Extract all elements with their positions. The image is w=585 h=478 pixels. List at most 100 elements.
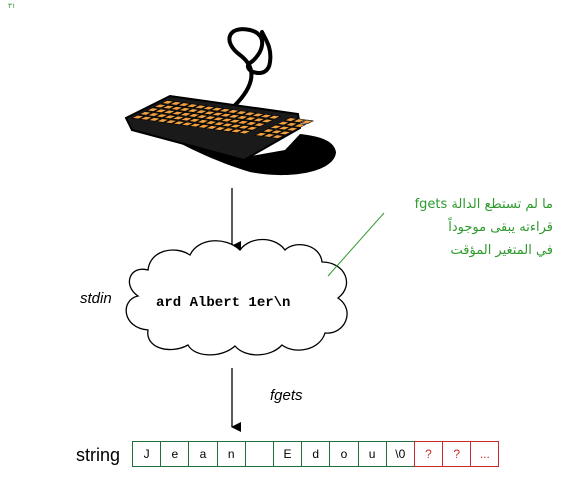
- keyboard-key: [201, 105, 216, 111]
- keyboard-key: [261, 128, 276, 133]
- keyboard-key: [270, 134, 285, 139]
- keyboard-key: [163, 119, 178, 124]
- fgets-label: fgets: [270, 387, 303, 404]
- keyboard-key: [147, 117, 162, 122]
- keyboard-key: [177, 107, 192, 112]
- arabic-note: ما لم تستطع الدالة fgets قراءته يبقى موج…: [415, 193, 553, 262]
- stdin-label: stdin: [80, 290, 112, 307]
- keyboard-key: [193, 104, 208, 110]
- keyboard-key: [228, 123, 243, 129]
- keyboard-key: [262, 133, 277, 138]
- keyboard-key: [267, 115, 282, 120]
- stdin-buffer-text: ard Albert 1er\n: [156, 295, 291, 311]
- keyboard-key: [139, 116, 154, 121]
- keyboard-key: [161, 104, 176, 110]
- keyboard-key: [204, 125, 219, 130]
- keyboard-key: [235, 115, 250, 120]
- keyboard-key: [163, 114, 178, 119]
- keyboard-key: [229, 128, 244, 134]
- keyboard-key: [276, 121, 291, 126]
- keyboard-key: [218, 113, 233, 118]
- keyboard-key: [210, 111, 225, 117]
- keyboard-key: [154, 108, 169, 113]
- keyboard-key: [186, 108, 201, 113]
- array-cell: ?: [413, 441, 444, 467]
- keyboard-key: [169, 106, 184, 111]
- keyboard-key: [236, 125, 251, 130]
- keyboard-key: [251, 117, 266, 122]
- array-cell: [244, 441, 274, 467]
- array-cell: E: [272, 441, 303, 467]
- keyboard-key: [145, 107, 160, 112]
- keyboard-key: [227, 114, 242, 119]
- keyboard-key: [284, 122, 299, 127]
- keyboard-key: [244, 121, 259, 126]
- array-cell: J: [132, 441, 162, 467]
- keyboard-key: [268, 124, 283, 130]
- keyboard-key: [292, 123, 307, 128]
- note-line: ما لم تستطع الدالة fgets: [414, 197, 553, 212]
- keyboard-key: [300, 119, 315, 124]
- note-pointer-line: [327, 212, 385, 277]
- keyboard-key: [236, 120, 251, 125]
- array-cell: d: [301, 441, 331, 467]
- keyboard-key: [250, 112, 265, 118]
- array-cell: n: [216, 441, 246, 467]
- keyboard-key: [131, 114, 146, 120]
- keyboard-key: [195, 119, 210, 124]
- note-line: في المتغير المؤقت: [450, 243, 553, 258]
- keyboard-key: [146, 112, 161, 117]
- keyboard-key: [171, 115, 186, 121]
- keyboard-key: [283, 117, 298, 122]
- keyboard-key: [186, 113, 201, 118]
- keyboard-key: [213, 126, 228, 131]
- keyboard-key: [203, 115, 218, 120]
- note-line: قراءته يبقى موجوداً: [448, 220, 553, 235]
- keyboard-key: [168, 101, 183, 106]
- keyboard-key: [252, 122, 267, 127]
- corner-mark: ٣١: [8, 2, 16, 10]
- keyboard-key: [194, 109, 209, 114]
- keyboard-key: [291, 118, 306, 123]
- keyboard-keys: [131, 100, 315, 139]
- keyboard-key: [178, 112, 193, 117]
- array-cell: ...: [470, 441, 500, 467]
- keyboard-key: [212, 121, 227, 126]
- keyboard-key: [162, 109, 177, 115]
- keyboard-key: [185, 103, 200, 108]
- array-cell: ?: [442, 441, 472, 467]
- keyboard-key: [180, 121, 195, 127]
- keyboard-key: [179, 116, 194, 122]
- keyboard-key: [259, 118, 274, 124]
- keyboard-key: [196, 124, 211, 129]
- array-cell: a: [188, 441, 218, 467]
- keyboard-key: [277, 130, 292, 136]
- array-cell: o: [329, 441, 359, 467]
- keyboard-key: [234, 110, 249, 115]
- keyboard-key: [237, 129, 252, 135]
- keyboard-key: [226, 109, 241, 114]
- keyboard-key: [170, 110, 185, 116]
- keyboard-key: [187, 118, 202, 123]
- keyboard-key: [218, 108, 233, 113]
- keyboard-key: [269, 129, 284, 134]
- keyboard-key: [211, 116, 226, 122]
- keyboard-key: [195, 114, 210, 119]
- keyboard-key: [202, 110, 217, 116]
- array-cell: e: [160, 441, 190, 467]
- keyboard-key: [285, 127, 300, 132]
- keyboard-key: [209, 107, 224, 112]
- string-label: string: [76, 445, 121, 465]
- keyboard-key: [172, 120, 187, 125]
- array-cell: \0: [385, 441, 415, 467]
- array-cell: u: [357, 441, 387, 467]
- keyboard-shadow: [138, 118, 336, 176]
- keyboard-key: [220, 122, 235, 128]
- keyboard-key: [188, 122, 203, 128]
- keyboard-key: [245, 126, 260, 131]
- keyboard-cable: [227, 27, 273, 112]
- keyboard-key: [153, 103, 168, 109]
- keyboard-key: [160, 100, 175, 105]
